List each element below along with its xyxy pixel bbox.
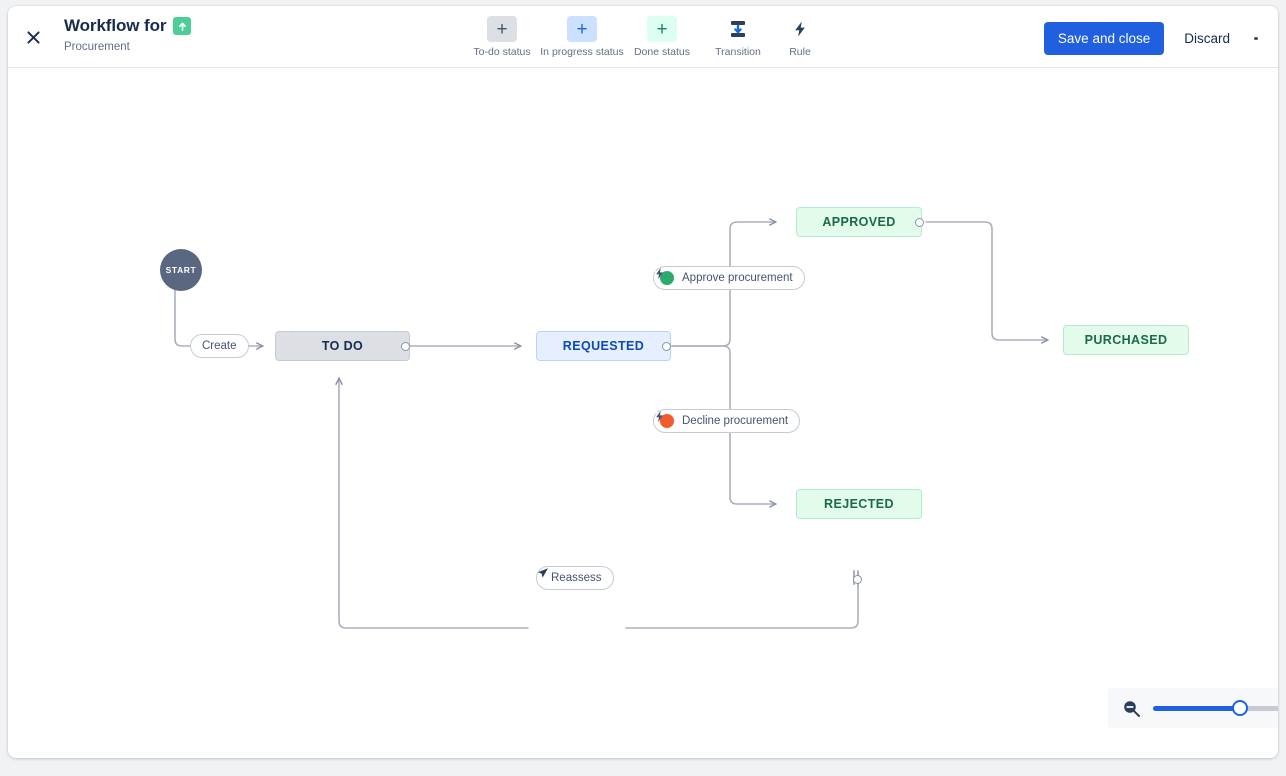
toolbar-item-in-progress-status[interactable]: + In progress status [540,12,624,60]
transition-pill-create[interactable]: Create [190,334,249,358]
workflow-editor-window: Workflow for Procurement + To-do status … [8,6,1278,758]
arrow-up-green-icon [173,17,192,35]
toolbar-label: Done status [633,46,691,58]
more-dot [1254,36,1258,41]
status-node-rejected[interactable]: REJECTED [796,489,922,519]
connector-dot-requested-right[interactable] [662,342,671,351]
status-node-to-do[interactable]: TO DO [275,331,410,361]
magnifier-minus-icon[interactable] [1122,699,1141,718]
transition-label: Decline procurement [682,415,789,427]
header-actions: Save and close Discard [1043,22,1270,55]
edge-start-to-create [174,275,191,347]
zoom-control-panel [1108,688,1278,728]
transition-icon [723,16,753,42]
connector-dot-rejected-bottom[interactable] [853,575,862,584]
zoom-slider-fill [1153,705,1240,711]
edge-rejected-to-reassess [625,583,859,629]
close-icon[interactable] [18,22,48,52]
edge-reassess-to-todo [335,377,529,629]
title-block: Workflow for Procurement [64,15,192,54]
plus-icon: + [487,16,517,42]
page-title: Workflow for [64,16,167,35]
workflow-edges [174,218,1049,629]
rule-bolt-icon [785,16,815,42]
transition-pill-decline-procurement[interactable]: Decline procurement [653,409,801,433]
page-subtitle: Procurement [64,41,130,53]
zoom-slider-thumb[interactable] [1231,700,1248,716]
toolbar-item-rule[interactable]: Rule [774,12,826,60]
plus-icon: + [567,16,597,42]
more-options-icon[interactable] [1248,22,1270,55]
editor-toolbar: + To-do status + In progress status + Do… [462,12,826,60]
status-node-purchased[interactable]: PURCHASED [1063,325,1189,355]
discard-button[interactable]: Discard [1172,22,1242,55]
toolbar-label: Rule [789,46,811,58]
transition-label: Reassess [551,572,602,584]
transition-label: Approve procurement [682,272,793,284]
transition-pill-reassess[interactable]: Reassess [536,566,614,590]
plus-icon: + [647,16,677,42]
edge-approved-to-purchased [925,221,1049,344]
connector-dot-to-do-right[interactable] [401,342,410,351]
save-and-close-button[interactable]: Save and close [1043,22,1165,55]
toolbar-label: Transition [715,46,761,58]
start-node[interactable]: START [160,249,202,291]
connector-dot-approved-right[interactable] [915,218,924,227]
zoom-slider[interactable] [1153,700,1278,716]
status-node-requested[interactable]: REQUESTED [536,331,671,361]
workflow-canvas[interactable]: START TO DO REQUESTED APPROVED REJECTED … [8,68,1278,758]
toolbar-item-done-status[interactable]: + Done status [622,12,702,60]
toolbar-item-todo-status[interactable]: + To-do status [462,12,542,60]
toolbar-item-transition[interactable]: Transition [702,12,774,60]
editor-header: Workflow for Procurement + To-do status … [8,6,1278,68]
toolbar-label: To-do status [473,46,531,58]
transition-pill-approve-procurement[interactable]: Approve procurement [653,266,805,290]
status-node-approved[interactable]: APPROVED [796,207,922,237]
toolbar-label: In progress status [540,46,624,58]
